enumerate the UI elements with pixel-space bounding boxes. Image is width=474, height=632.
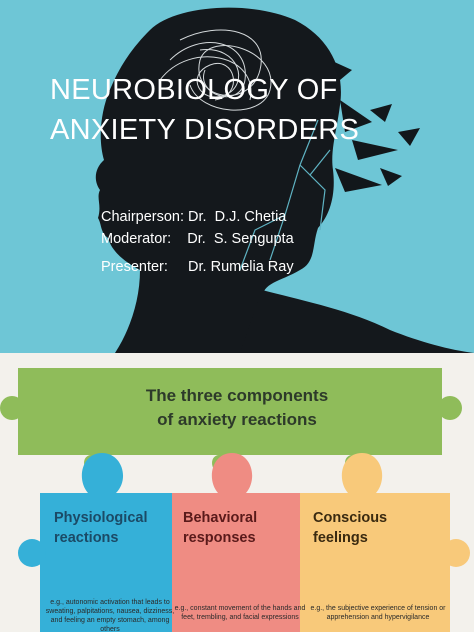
behavioral-title-line-1: Behavioral — [183, 510, 258, 526]
behavioral-title: Behavioral responses — [183, 508, 257, 548]
physiological-piece — [40, 453, 178, 632]
puzzle-slide: The three components of anxiety reaction… — [0, 353, 474, 632]
header-knob-right — [438, 396, 462, 420]
shoulder-silhouette — [240, 290, 474, 353]
behavioral-note: e.g., constant movement of the hands and… — [174, 605, 306, 621]
puzzle-pieces-illustration — [0, 368, 470, 632]
title-slide: NEUROBIOLOGY OF ANXIETY DISORDERS Chairp… — [50, 7, 474, 353]
header-piece — [18, 368, 442, 480]
silhouette-head-illustration — [95, 7, 474, 353]
header-knob-left — [0, 396, 24, 420]
page-title: NEUROBIOLOGY OF ANXIETY DISORDERS — [50, 70, 430, 150]
behavioral-title-line-2: responses — [183, 530, 256, 546]
title-line-1: NEUROBIOLOGY OF — [50, 74, 338, 106]
presenter-line: Presenter: Dr. Rumelia Ray — [101, 259, 294, 275]
title-line-2: ANXIETY DISORDERS — [50, 114, 360, 146]
physiological-title-line-2: reactions — [54, 530, 119, 546]
blue-knob-left — [18, 539, 46, 567]
moderator-line: Moderator: Dr. S. Sengupta — [101, 231, 294, 247]
orange-knob-right — [442, 539, 470, 567]
brain-scribble — [159, 29, 272, 111]
cracks — [239, 119, 331, 271]
physiological-title-line-1: Physiological — [54, 510, 148, 526]
chairperson-line: Chairperson: Dr. D.J. Chetia — [101, 209, 287, 225]
heading-line-1: The three components — [145, 386, 329, 405]
conscious-title-line-1: Conscious — [313, 510, 388, 526]
conscious-title-line-2: feelings — [313, 530, 368, 546]
head-silhouette — [95, 7, 341, 353]
heading-line-2: of anxiety reactions — [157, 410, 317, 429]
conscious-title: Conscious feelings — [313, 508, 387, 548]
conscious-note: e.g., the subjective experience of tensi… — [310, 605, 446, 621]
shards — [330, 60, 420, 192]
physiological-title: Physiological reactions — [54, 508, 147, 548]
physiological-note: e.g., autonomic activation that leads to… — [45, 599, 175, 632]
conscious-piece — [300, 453, 450, 632]
credits-block: Chairperson: Dr. D.J. Chetia Moderator: … — [101, 206, 294, 278]
slide-heading: The three components of anxiety reaction… — [70, 384, 404, 432]
behavioral-piece — [172, 453, 306, 632]
